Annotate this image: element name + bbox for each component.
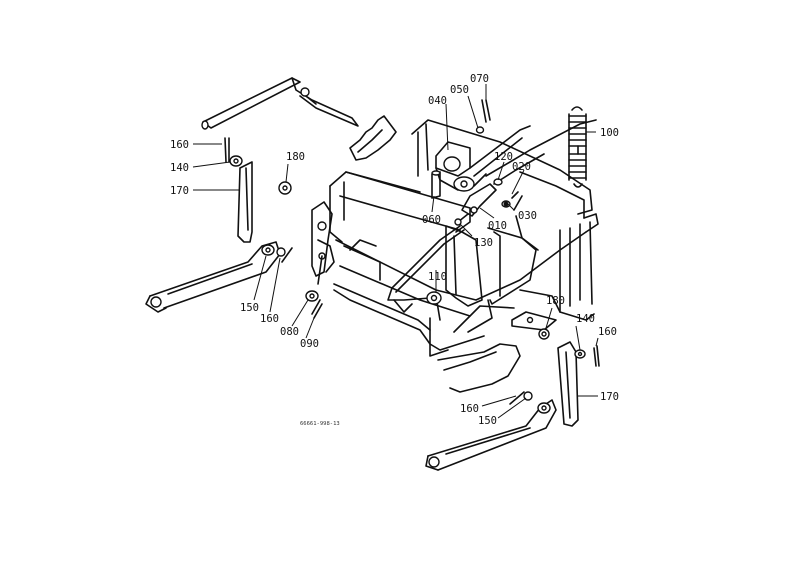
- callout-160-left-lower: 160: [260, 313, 279, 325]
- callout-140-right: 140: [576, 313, 595, 325]
- callout-090: 090: [300, 338, 319, 350]
- callout-150-right: 150: [478, 415, 497, 427]
- callout-060: 060: [422, 214, 441, 226]
- callout-160-right-lower: 160: [460, 403, 479, 415]
- callout-040: 040: [428, 95, 447, 107]
- rod-130: [454, 213, 469, 226]
- callout-010: 010: [488, 220, 507, 232]
- callout-170-left: 170: [170, 185, 189, 197]
- callout-130: 130: [474, 237, 493, 249]
- callout-180-right: 180: [546, 295, 565, 307]
- link-rod: [387, 225, 465, 313]
- right-linkage: [425, 328, 600, 471]
- callout-070: 070: [470, 73, 489, 85]
- left-linkage: [145, 137, 335, 313]
- leader-lines: [192, 84, 599, 419]
- callout-050: 050: [450, 84, 469, 96]
- spring: [568, 106, 587, 188]
- callout-030: 030: [518, 210, 537, 222]
- drawing-code: 66661-998-13: [300, 421, 340, 427]
- upper-bracket: [431, 99, 597, 217]
- callout-170-right: 170: [600, 391, 619, 403]
- callout-100: 100: [600, 127, 619, 139]
- callout-080: 080: [280, 326, 299, 338]
- callout-140-left: 140: [170, 162, 189, 174]
- washer-080-pin-090: [305, 290, 323, 319]
- callout-120: 120: [494, 151, 513, 163]
- callout-180-left: 180: [286, 151, 305, 163]
- callout-labels: 070 050 040 100 120 020 030 010 060 130 …: [170, 73, 619, 427]
- callout-160-top-left: 160: [170, 139, 189, 151]
- serrated-segment: [349, 115, 397, 161]
- callout-150-left: 150: [240, 302, 259, 314]
- callout-160-right-upper: 160: [598, 326, 617, 338]
- callout-020: 020: [512, 161, 531, 173]
- callout-110: 110: [428, 271, 447, 283]
- main-frame: [329, 119, 599, 393]
- top-cross-shaft: [201, 77, 359, 130]
